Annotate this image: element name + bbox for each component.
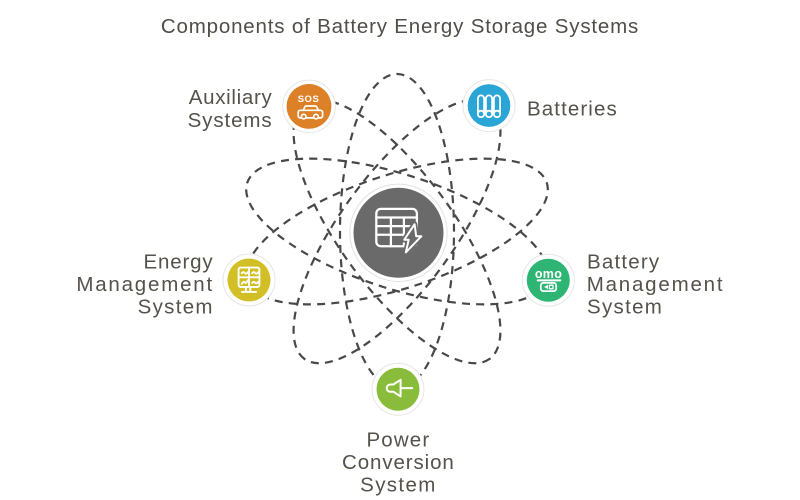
svg-text:Energy: Energy [143,250,213,273]
svg-text:SOS: SOS [298,94,320,105]
svg-text:Battery: Battery [587,250,660,273]
svg-text:System: System [587,296,663,319]
svg-text:Auxiliary: Auxiliary [189,86,273,109]
svg-text:Components of Battery Energy S: Components of Battery Energy Storage Sys… [161,15,639,38]
svg-text:Management: Management [76,273,214,296]
svg-text:System: System [360,474,436,497]
svg-text:Power: Power [366,429,430,452]
svg-text:Batteries: Batteries [527,98,618,121]
svg-text:omo: omo [535,267,562,281]
svg-text:System: System [138,296,214,319]
svg-text:Systems: Systems [188,109,273,132]
svg-text:Conversion: Conversion [342,451,455,474]
svg-text:Management: Management [587,273,725,296]
